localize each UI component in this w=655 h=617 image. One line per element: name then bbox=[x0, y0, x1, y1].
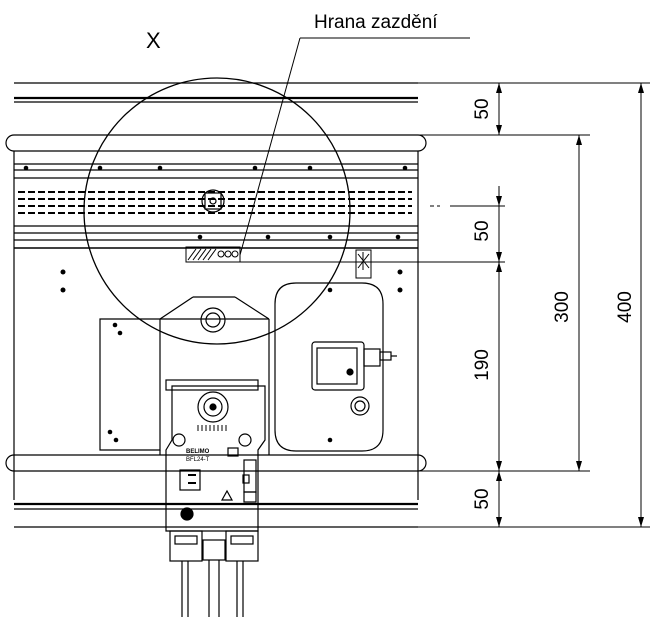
actuator-brand: BELIMO bbox=[186, 449, 210, 455]
dimension-top-band: 50 bbox=[472, 98, 493, 120]
detail-circle bbox=[83, 77, 351, 345]
thermal-trigger bbox=[311, 341, 397, 391]
plug-icon bbox=[242, 474, 250, 484]
spindle bbox=[201, 189, 225, 213]
dimension-lower-section: 190 bbox=[472, 349, 493, 381]
wall-edge-symbol bbox=[185, 246, 241, 263]
actuator-model: BFL24-T bbox=[186, 457, 210, 463]
mounting-plate bbox=[99, 296, 270, 455]
dimension-bottom-band: 50 bbox=[472, 488, 493, 510]
detail-marker-label: X bbox=[146, 28, 161, 53]
wall-edge-label: Hrana zazdění bbox=[314, 12, 438, 33]
rivets bbox=[23, 165, 408, 443]
dimension-arrows bbox=[496, 83, 644, 527]
dimension-inner-height: 300 bbox=[552, 291, 573, 323]
damper-body bbox=[5, 82, 427, 528]
dimension-middle-band: 50 bbox=[472, 220, 493, 242]
cables bbox=[181, 560, 244, 617]
warning-triangle-icon bbox=[220, 489, 234, 501]
dimension-lines bbox=[240, 82, 650, 528]
wall-edge-leader bbox=[239, 37, 470, 256]
actuator bbox=[165, 379, 266, 562]
dimension-overall-height: 400 bbox=[615, 291, 636, 323]
access-panel bbox=[274, 282, 384, 452]
actuator-scale bbox=[197, 425, 227, 431]
label-plate bbox=[355, 249, 372, 279]
